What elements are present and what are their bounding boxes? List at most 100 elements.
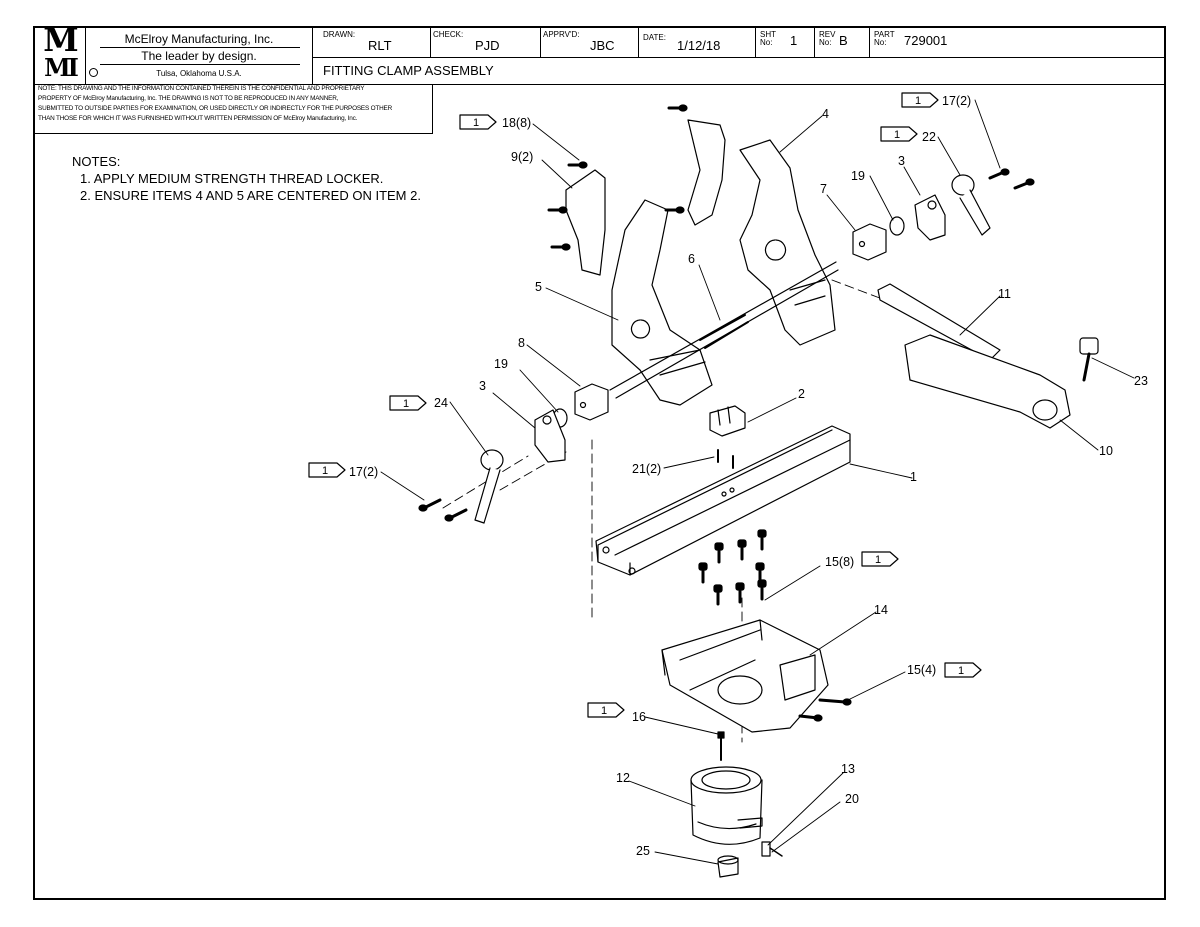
- note-flag-15-top: 1: [861, 551, 899, 567]
- part-number: 729001: [904, 33, 948, 48]
- sht-value: 1: [790, 33, 798, 48]
- company-cell: McElroy Manufacturing, Inc. The leader b…: [86, 28, 313, 84]
- company-slogan: The leader by design.: [141, 49, 257, 63]
- part-base-rail: [595, 425, 851, 576]
- callout-label: 24: [434, 396, 448, 410]
- leader-lines: [380, 99, 1135, 865]
- callout-label: 16: [632, 710, 646, 724]
- callout-label: 1: [910, 470, 917, 484]
- part-thumb-screw: [1079, 337, 1099, 382]
- callout-label: 23: [1134, 374, 1148, 388]
- callout-label: 8: [518, 336, 525, 350]
- callout-label: 19: [851, 169, 865, 183]
- part-fitting-insert: [877, 283, 1071, 429]
- title-top-row: DRAWN: RLT CHECK: PJD APPRV'D: JBC DATE:…: [313, 28, 1164, 58]
- callout-label: 3: [479, 379, 486, 393]
- note-flag-22: 1: [880, 126, 918, 142]
- svg-text:1: 1: [958, 665, 964, 677]
- part-mounting-block: [661, 619, 852, 733]
- callout-label: 5: [535, 280, 542, 294]
- note-flags: 1 1 1 1 1 1 1 1: [308, 92, 982, 718]
- callout-label: 12: [616, 771, 630, 785]
- general-notes: NOTES: 1. APPLY MEDIUM STRENGTH THREAD L…: [72, 153, 421, 204]
- company-name: McElroy Manufacturing, Inc.: [124, 32, 274, 46]
- logo-bottom: MI: [44, 53, 79, 82]
- callout-label: 15(4): [907, 663, 936, 677]
- sht-label: SHT No:: [760, 30, 776, 47]
- callout-label: 10: [1099, 444, 1113, 458]
- callout-label: 11: [998, 287, 1011, 301]
- part-plug: [717, 855, 739, 878]
- logo-top: M: [43, 21, 78, 59]
- callout-label: 15(8): [825, 555, 854, 569]
- callout-label: 13: [841, 762, 855, 776]
- callout-label: 14: [874, 603, 888, 617]
- part-bracket-right: [914, 194, 946, 241]
- callout-label: 17(2): [349, 465, 378, 479]
- part-handle-screws: [418, 168, 1035, 522]
- check-value: PJD: [475, 38, 500, 53]
- title-block: M MI McElroy Manufacturing, Inc. The lea…: [35, 21, 1164, 85]
- part-lead-screw: [609, 261, 839, 399]
- callout-label: 22: [922, 130, 936, 144]
- drawing-sheet: M MI McElroy Manufacturing, Inc. The lea…: [33, 21, 1166, 900]
- part-retaining-ring-right: [889, 216, 905, 236]
- apprvd-label: APPRV'D:: [543, 30, 580, 39]
- drawing-title: FITTING CLAMP ASSEMBLY: [323, 63, 494, 78]
- svg-text:1: 1: [915, 95, 921, 107]
- part-side-plate-left: [565, 169, 606, 276]
- company-location: Tulsa, Oklahoma U.S.A.: [156, 69, 242, 78]
- svg-text:1: 1: [875, 554, 881, 566]
- drawn-value: RLT: [368, 38, 392, 53]
- drawn-label: DRAWN:: [323, 30, 356, 39]
- callout-labels: 1 2 3 3 4 5 6 7 8 9(2) 10 11 12 13 14 15…: [349, 94, 1148, 858]
- callout-label: 9(2): [511, 150, 533, 164]
- notes-heading: NOTES:: [72, 154, 121, 169]
- rev-label: REV No:: [819, 30, 836, 47]
- apprvd-value: JBC: [590, 38, 615, 53]
- part-handle-left: [474, 449, 504, 524]
- part-bracket-left: [534, 409, 566, 463]
- callout-label: 25: [636, 844, 650, 858]
- check-label: CHECK:: [433, 30, 464, 39]
- confidential-note: NOTE: THIS DRAWING AND THE INFORMATION C…: [35, 84, 433, 134]
- note-flag-15-side: 1: [944, 662, 982, 678]
- part-pin-and-clip: [761, 841, 783, 857]
- callout-label: 4: [822, 107, 829, 121]
- svg-text:1: 1: [403, 398, 409, 410]
- part-left-jaw: [611, 199, 713, 406]
- part-handle-right: [951, 174, 991, 236]
- note-flag-17-left: 1: [308, 462, 346, 478]
- registered-mark-icon: [89, 68, 98, 77]
- callout-label: 18(8): [502, 116, 531, 130]
- note-flag-18: 1: [459, 114, 497, 130]
- callout-label: 20: [845, 792, 859, 806]
- part-right-jaw: [739, 139, 836, 346]
- date-label: DATE:: [643, 33, 666, 42]
- company-logo: M MI: [35, 21, 86, 84]
- part-label: PART No:: [874, 30, 895, 47]
- callout-label: 19: [494, 357, 508, 371]
- part-cap-screws: [697, 528, 768, 606]
- date-value: 1/12/18: [677, 38, 721, 53]
- part-nut-block-right: [852, 223, 887, 261]
- part-base-cylinder: [690, 766, 763, 845]
- confidential-line: NOTE: THIS DRAWING AND THE INFORMATION C…: [38, 85, 365, 92]
- callout-label: 2: [798, 387, 805, 401]
- part-long-bolt: [717, 731, 725, 761]
- confidential-line: PROPERTY OF McElroy Manufacturing, Inc. …: [38, 95, 339, 102]
- callout-label: 17(2): [942, 94, 971, 108]
- note-flag-24: 1: [389, 395, 427, 411]
- part-nut-block-left: [574, 383, 609, 421]
- part-center-block: [709, 405, 746, 437]
- note-flag-16: 1: [587, 702, 625, 718]
- callout-label: 3: [898, 154, 905, 168]
- confidential-line: THAN THOSE FOR WHICH IT WAS FURNISHED WI…: [38, 115, 358, 122]
- confidential-line: SUBMITTED TO OUTSIDE PARTIES FOR EXAMINA…: [38, 105, 392, 112]
- svg-text:1: 1: [894, 129, 900, 141]
- part-side-plate-right: [687, 119, 726, 226]
- rev-value: B: [839, 33, 848, 48]
- note-flag-17-top: 1: [901, 92, 939, 108]
- callout-label: 7: [820, 182, 827, 196]
